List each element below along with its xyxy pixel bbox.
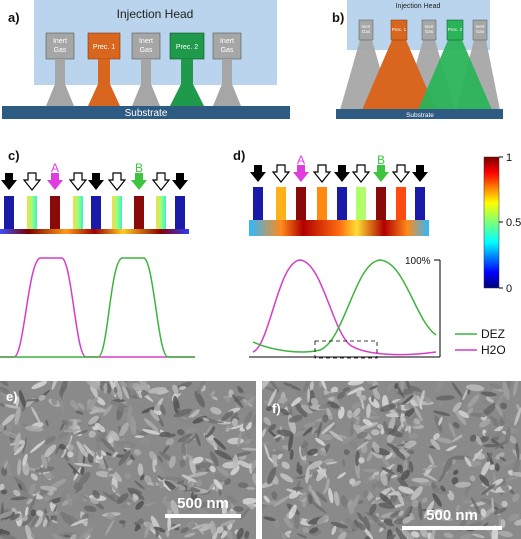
sem-image-f: f) 500 nm [262,381,521,539]
dez-curve-d [252,259,437,353]
channel-a-2-label: Prec. 1 [93,44,115,51]
profile-max-label: 100% [405,256,431,267]
channel-a-4: Prec. 2 [169,32,205,106]
injection-head-title-a: Injection Head [117,7,194,21]
legend-dez: DEZ [481,327,505,341]
scale-bar-e: 500 nm [165,495,241,518]
arrow-b-label-c: B [135,161,143,175]
colorbar-tick-0: 0 [506,283,512,295]
plume-b-4 [418,40,492,110]
substrate-a [2,106,290,119]
sem-image-e: e) 500 nm [0,381,256,539]
profile-d: 100% [249,256,441,359]
panel-label-a: a) [8,10,20,25]
arrow-a-label-c: A [51,161,59,175]
panel-d-diagram: A B [249,153,429,236]
substrate-label-a: Substrate [125,108,168,119]
arrow-a-label-d: A [297,153,305,167]
arrow-b-label-d: B [377,153,385,167]
scale-bar-label-f: 500 nm [426,507,478,524]
scale-bar-f: 500 nm [402,507,502,530]
h2o-curve-d [252,259,437,356]
panel-label-c: c) [8,148,20,163]
injection-head-title-b: Injection Head [396,3,441,10]
colorbar-tick-05: 0.5 [506,217,521,229]
panel-label-b: b) [332,10,345,25]
substrate-label-b: Substrate [406,112,434,119]
panel-label-e: e) [6,389,18,404]
panel-label-d: d) [233,148,246,163]
colorbar-tick-1: 1 [506,152,512,164]
colorbar: 1 0.5 0 [483,152,521,295]
panel-c-diagram: A B [0,161,189,234]
dez-curve-c [0,257,195,358]
legend-h2o: H2O [481,343,506,357]
sem-texture-f [262,381,521,539]
legend: DEZ H2O [455,327,506,357]
plume-b-2 [362,40,436,110]
svg-text:Prec. 2: Prec. 2 [448,27,463,32]
sem-texture-e [0,381,256,539]
substrate-b [336,109,503,119]
zoom-box [314,340,378,359]
scale-bar-label-e: 500 nm [177,495,229,512]
h2o-curve-c [0,257,195,358]
svg-text:Prec. 1: Prec. 1 [392,27,407,32]
channel-a-4-label: Prec. 2 [176,44,198,51]
panel-label-f: f) [272,401,281,416]
channel-a-2: Prec. 1 [87,32,121,106]
profile-c [0,257,195,358]
